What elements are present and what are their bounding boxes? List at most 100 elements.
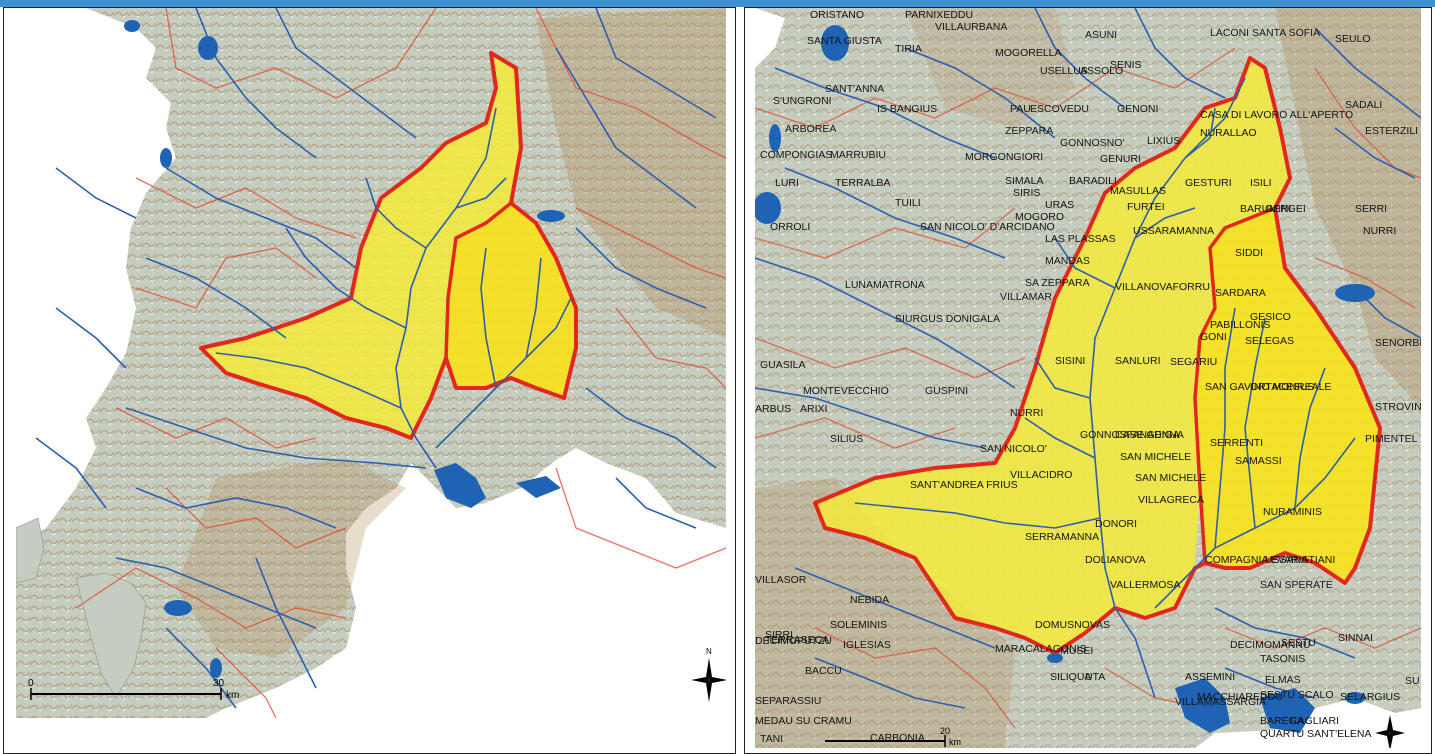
- town-label: ARBUS: [755, 403, 791, 415]
- town-label: SADALI: [1345, 99, 1382, 111]
- town-label: S'UNGRONI: [773, 95, 832, 107]
- scale-end-label: 30: [213, 678, 225, 689]
- town-label: ORISTANO: [810, 9, 864, 21]
- town-label: SERRAMANNA: [1025, 531, 1099, 543]
- left-map-panel: 0 30 km N: [3, 7, 736, 754]
- town-label: GESICO: [1250, 311, 1291, 323]
- town-label: ARBOREA: [785, 123, 836, 135]
- scale-end-label: 20: [940, 726, 950, 736]
- town-label: GONNOSFANADIGA: [1080, 429, 1180, 441]
- scale-unit-label: km: [949, 737, 961, 747]
- town-label: LUNAMATRONA: [845, 279, 925, 291]
- town-label: ESTERZILI: [1365, 125, 1418, 137]
- island: [75, 572, 147, 699]
- town-label: MUSEI: [1060, 645, 1093, 657]
- scale-start-label: 0: [28, 678, 34, 689]
- town-label: USSANA: [1265, 554, 1308, 566]
- north-label: N: [706, 647, 712, 656]
- town-label: MOGORELLA: [995, 47, 1062, 59]
- town-label: NURRI: [1010, 407, 1043, 419]
- header-bar: [0, 0, 1435, 7]
- town-label: VILLAMAR: [1000, 291, 1052, 303]
- town-label: SIMALA: [1005, 175, 1044, 187]
- town-label: TASONIS: [1260, 653, 1305, 665]
- town-label: USSARAMANNA: [1133, 225, 1214, 237]
- town-label: SANT'ANDREA FRIUS: [910, 479, 1018, 491]
- town-label: SILIQUA: [1050, 671, 1091, 683]
- town-label: BAREGA: [1260, 715, 1304, 727]
- town-label: ISILI: [1250, 177, 1272, 189]
- overview-map[interactable]: 0 30 km N: [16, 8, 726, 718]
- town-label: SELARGIUS: [1340, 691, 1400, 703]
- town-label: MEDAU SU CRAMU: [755, 715, 852, 727]
- town-label: VILLANOVAFORRU: [1115, 281, 1210, 293]
- town-label: SIRIS: [1013, 187, 1040, 199]
- town-label: SIURGUS DONIGALA: [895, 313, 1000, 325]
- scale-unit-label: km: [226, 690, 239, 701]
- town-label: ASUNI: [1085, 29, 1117, 41]
- town-label: GENURI: [1100, 153, 1141, 165]
- town-label: SANT'ANNA: [825, 83, 884, 95]
- town-label: FURTEI: [1127, 201, 1165, 213]
- town-label: SIDDI: [1235, 247, 1263, 259]
- town-label: BARUMINI: [1240, 203, 1291, 215]
- town-label: TERRALBA: [835, 177, 890, 189]
- basin-area-east: [1195, 208, 1380, 583]
- town-label: SENORBI': [1375, 337, 1421, 349]
- island: [16, 517, 45, 584]
- town-label: ORROLI: [770, 221, 810, 233]
- north-arrow-icon: N: [691, 647, 726, 702]
- town-label: CASE GENNA: [1115, 429, 1184, 441]
- town-label: SERRI: [1355, 203, 1387, 215]
- lakes: [755, 25, 1375, 733]
- town-label: SINNAI: [1338, 632, 1373, 644]
- town-label: SAN SPERATE: [1260, 579, 1333, 591]
- town-label: MORGONGIORI: [965, 151, 1043, 163]
- town-label: GONNOSNO': [1060, 137, 1124, 149]
- town-label: SEGARIU: [1170, 356, 1217, 368]
- town-label: PIMENTEL: [1365, 433, 1418, 445]
- town-label: SU PEZZU MANNU: [1405, 675, 1421, 687]
- town-label: NURRI: [1363, 225, 1396, 237]
- town-label: VILLAMASSARGIA: [1175, 696, 1266, 708]
- town-label: LIXIUS: [1147, 135, 1180, 147]
- town-label: SESTU SCALO: [1260, 689, 1334, 701]
- town-label: SANLURI: [1115, 355, 1161, 367]
- town-label: DOMUSNOVAS: [1035, 619, 1110, 631]
- town-label: MACCHIAREDDU: [1197, 691, 1283, 703]
- town-label: TERRASECA: [765, 634, 829, 646]
- town-label: NEBIDA: [850, 594, 889, 606]
- town-label: VILLAGRECA: [1138, 494, 1204, 506]
- town-label: NURAMINIS: [1263, 506, 1322, 518]
- town-label: SAMASSI: [1235, 455, 1282, 467]
- north-arrow-icon: [1375, 715, 1405, 748]
- basin-border: [199, 51, 578, 440]
- admin-borders: [75, 8, 726, 718]
- town-label: SAN MICHELE: [1120, 451, 1191, 463]
- town-label: MOGORO: [1015, 211, 1064, 223]
- town-label: BACCU: [805, 665, 842, 677]
- town-label: COMPONGIAS: [760, 149, 832, 161]
- town-label: SARDARA: [1215, 287, 1266, 299]
- town-label: VILLACIDRO: [1010, 469, 1072, 481]
- town-label: SAN MICHELE: [1135, 472, 1206, 484]
- town-label: SAN NICOLO': [980, 443, 1047, 455]
- town-label: SAN NICOLO' D'ARCIDANO: [920, 221, 1055, 233]
- town-label: CARBONIA: [870, 732, 925, 744]
- town-label: COMPAGNIA EVARISTIANI: [1205, 554, 1335, 566]
- town-label: IGLESIAS: [843, 639, 891, 651]
- lakes: [124, 20, 565, 678]
- town-label: ASSEMINI: [1185, 671, 1235, 683]
- town-label: GONI: [1200, 331, 1227, 343]
- town-label: ORTACESUS: [1250, 381, 1314, 393]
- town-label: TUILI: [895, 197, 921, 209]
- basin-area-west: [815, 58, 1290, 653]
- town-label: QUARTU SANT'ELENA: [1260, 728, 1372, 740]
- town-label: SESTU: [1281, 637, 1316, 649]
- town-label: SENIS: [1110, 59, 1142, 71]
- town-label: SAN GAVINO MONREALE: [1205, 381, 1331, 393]
- town-label: USELLUS: [1040, 65, 1088, 77]
